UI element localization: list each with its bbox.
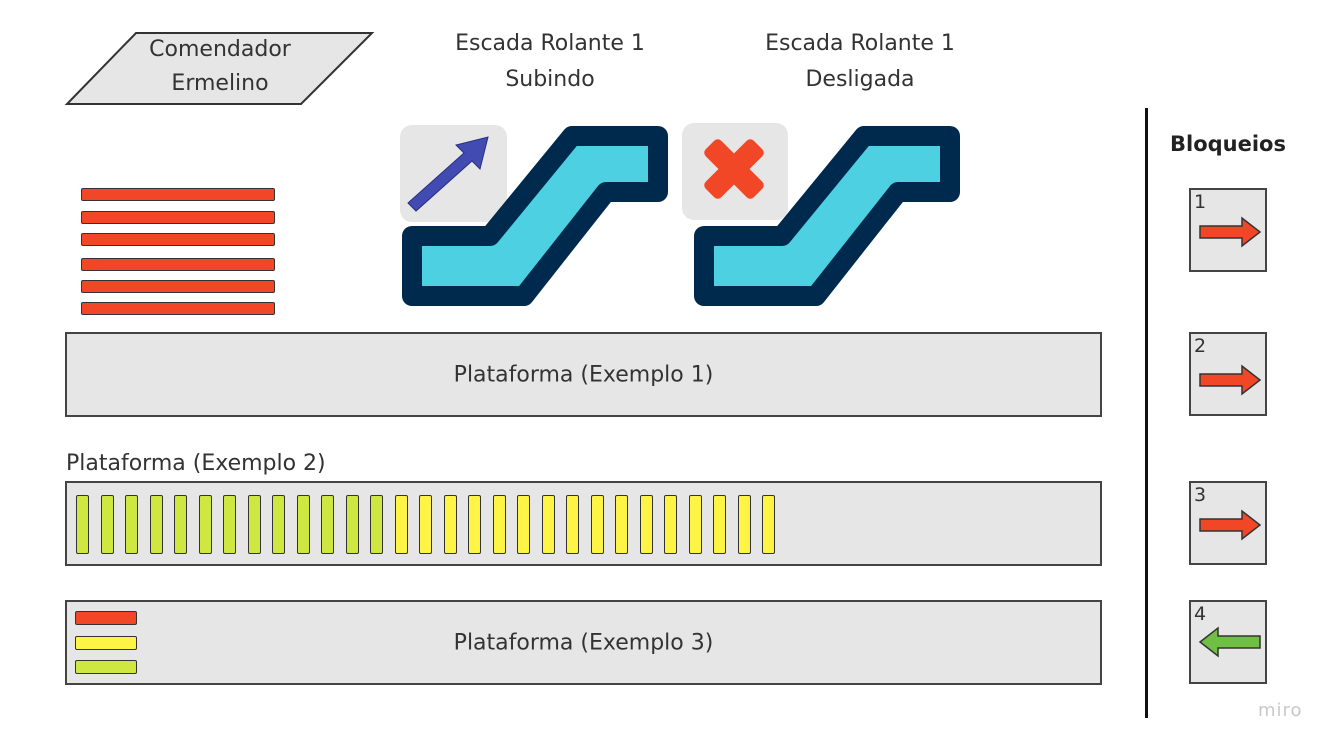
station-name-shape <box>64 32 375 105</box>
platform-example-2 <box>65 481 1102 566</box>
gate-bar-green <box>198 495 212 554</box>
gate-bar-green <box>370 495 383 554</box>
bloqueios-title: Bloqueios <box>1170 132 1286 156</box>
gate-bar-yellow <box>443 495 457 554</box>
escalator-off-icon-box <box>682 123 788 220</box>
gate-bar-green <box>223 495 236 554</box>
gate-bar-yellow <box>615 495 628 554</box>
gate-bar-yellow <box>468 495 481 554</box>
escalator-up-status: Subindo <box>505 67 595 92</box>
legend-green-bar <box>75 660 137 674</box>
bloqueio-1-number: 1 <box>1194 191 1207 213</box>
gate-bar-yellow <box>590 495 604 554</box>
gate-bar-yellow <box>566 495 579 554</box>
arrow-left-icon <box>1198 626 1261 658</box>
watermark: miro <box>1258 700 1303 721</box>
escalator-up-shape <box>402 126 668 306</box>
escalator-up-icon-box <box>400 125 507 222</box>
arrow-up-right-icon <box>407 136 489 212</box>
gate-bar-green <box>321 495 334 554</box>
gate-bar-yellow <box>517 495 530 554</box>
gate-bar-yellow <box>713 495 726 554</box>
x-cross-icon <box>704 139 764 199</box>
red-stripe <box>81 302 275 315</box>
vertical-divider <box>1145 108 1148 718</box>
gate-bar-yellow <box>688 495 702 554</box>
bloqueio-2-number: 2 <box>1194 335 1207 357</box>
arrow-right-icon <box>1199 364 1262 396</box>
gate-bar-yellow <box>639 495 653 554</box>
platform-example-3: Plataforma (Exemplo 3) <box>65 600 1102 685</box>
gate-bar-green <box>149 495 163 554</box>
gate-bar-green <box>174 495 187 554</box>
escalator-off-title: Escada Rolante 1 <box>765 31 955 56</box>
gate-bar-green <box>100 495 114 554</box>
bloqueio-1: 1 <box>1189 188 1267 272</box>
station-name-line1: Comendador <box>149 37 291 62</box>
gate-bar-yellow <box>541 495 555 554</box>
red-stripe <box>81 211 275 224</box>
bloqueio-4-number: 4 <box>1194 603 1207 625</box>
red-stripe <box>81 188 275 201</box>
red-stripe <box>81 258 275 271</box>
platform-example-3-label: Plataforma (Exemplo 3) <box>453 630 714 655</box>
bloqueio-2: 2 <box>1189 332 1267 416</box>
legend-red-bar <box>75 611 137 625</box>
platform-example-2-label: Plataforma (Exemplo 2) <box>66 451 326 476</box>
red-stripes-stack <box>80 187 280 319</box>
gate-bar-yellow <box>419 495 432 554</box>
platform-example-1: Plataforma (Exemplo 1) <box>65 332 1102 417</box>
gate-bar-yellow <box>737 495 751 554</box>
legend-yellow-bar <box>75 636 137 650</box>
gate-bar-yellow <box>492 495 506 554</box>
escalator-up-title: Escada Rolante 1 <box>455 31 645 56</box>
arrow-right-icon <box>1199 216 1262 248</box>
gate-bar-green <box>272 495 285 554</box>
gate-bar-green <box>76 495 89 554</box>
platform-example-1-label: Plataforma (Exemplo 1) <box>453 362 714 387</box>
gate-bar-green <box>296 495 310 554</box>
gate-bar-yellow <box>762 495 775 554</box>
bloqueio-3: 3 <box>1189 481 1267 565</box>
gate-bar-green <box>125 495 138 554</box>
gate-bar-yellow <box>664 495 677 554</box>
escalator-off-shape <box>694 126 960 306</box>
bloqueio-4: 4 <box>1189 600 1267 684</box>
arrow-right-icon <box>1199 509 1262 541</box>
escalator-off-status: Desligada <box>805 67 915 92</box>
gate-bar-green <box>247 495 261 554</box>
bloqueio-3-number: 3 <box>1194 484 1207 506</box>
red-stripe <box>81 233 275 246</box>
gate-bar-yellow <box>394 495 408 554</box>
red-stripe <box>81 280 275 293</box>
station-name-line2: Ermelino <box>171 71 269 96</box>
gate-bar-green <box>345 495 359 554</box>
